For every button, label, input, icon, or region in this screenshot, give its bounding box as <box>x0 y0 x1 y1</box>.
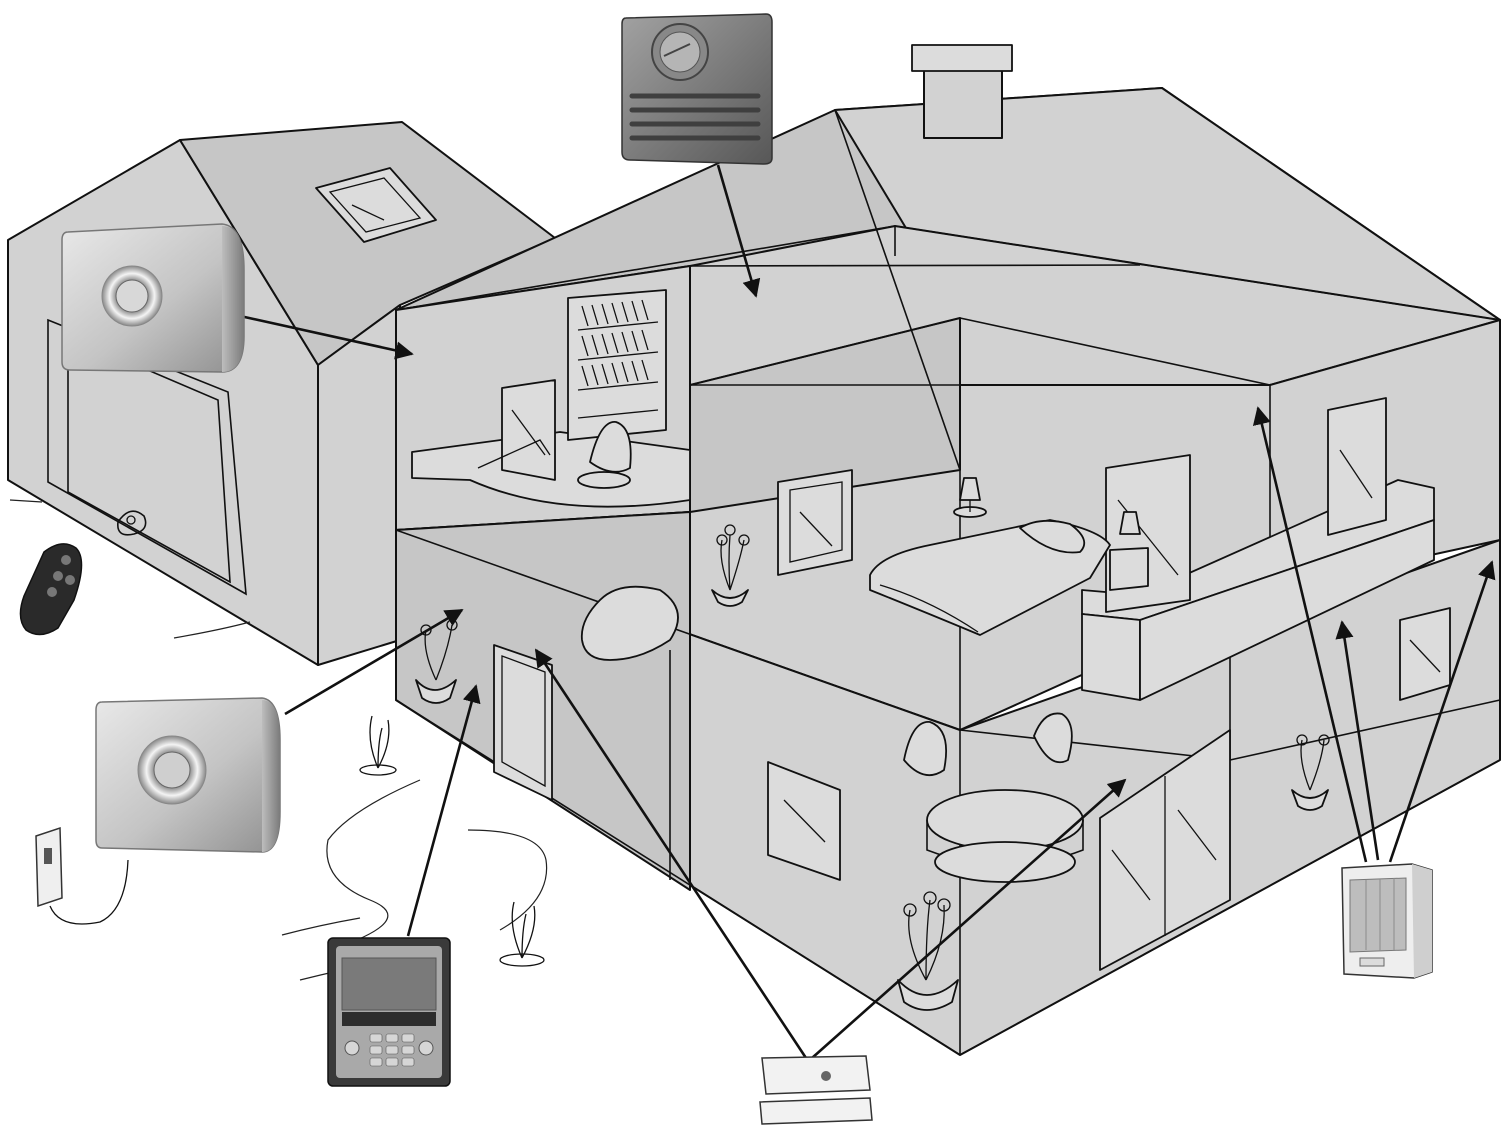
arrow-central-unit <box>284 608 464 716</box>
arrow-detector-upper <box>1252 406 1368 863</box>
arrow-outdoor-siren <box>716 164 761 298</box>
plant-upper-mid <box>711 524 750 607</box>
opening-sensor-icon[interactable] <box>759 1055 873 1125</box>
connection-arrows <box>239 164 1496 1059</box>
upper-window-mid <box>777 469 853 576</box>
arrow-detector-window <box>1335 620 1380 861</box>
arrow-sensor-patio <box>811 778 1127 1059</box>
power-adapter-icon <box>35 826 129 925</box>
arrow-keypad <box>406 684 481 937</box>
upper-balcony-door <box>1327 397 1387 536</box>
front-door <box>493 644 553 801</box>
plant-lower-left <box>415 619 458 704</box>
plant-lower-center <box>897 891 959 1011</box>
rug <box>580 585 679 661</box>
patio-doors <box>1099 729 1231 971</box>
arrow-detector-right <box>1388 560 1496 863</box>
central-unit-icon[interactable] <box>95 697 281 853</box>
outdoor-siren-icon[interactable] <box>621 13 773 165</box>
indoor-siren-icon[interactable] <box>61 223 245 373</box>
lower-window-left <box>767 761 841 881</box>
lower-window-right <box>1399 607 1451 701</box>
arrow-sensor-front-door <box>534 648 808 1059</box>
garden-plant-right <box>499 901 545 967</box>
bed <box>869 519 1111 636</box>
bookcase <box>567 289 667 441</box>
chimney <box>911 44 1013 139</box>
main-house <box>395 44 1501 1056</box>
bedside-lamp-left <box>953 477 987 518</box>
remote-keyfob-icon[interactable] <box>19 543 83 636</box>
garden-plant-left <box>359 715 397 776</box>
dining-set <box>903 712 1084 883</box>
plant-lower-right <box>1291 734 1330 811</box>
motion-detector-icon[interactable] <box>1341 863 1433 979</box>
bedside-lamp-right <box>1109 511 1149 591</box>
upper-window-left <box>501 379 556 481</box>
arrow-indoor-siren <box>239 314 414 360</box>
touchscreen-keypad-icon[interactable] <box>327 937 451 1087</box>
